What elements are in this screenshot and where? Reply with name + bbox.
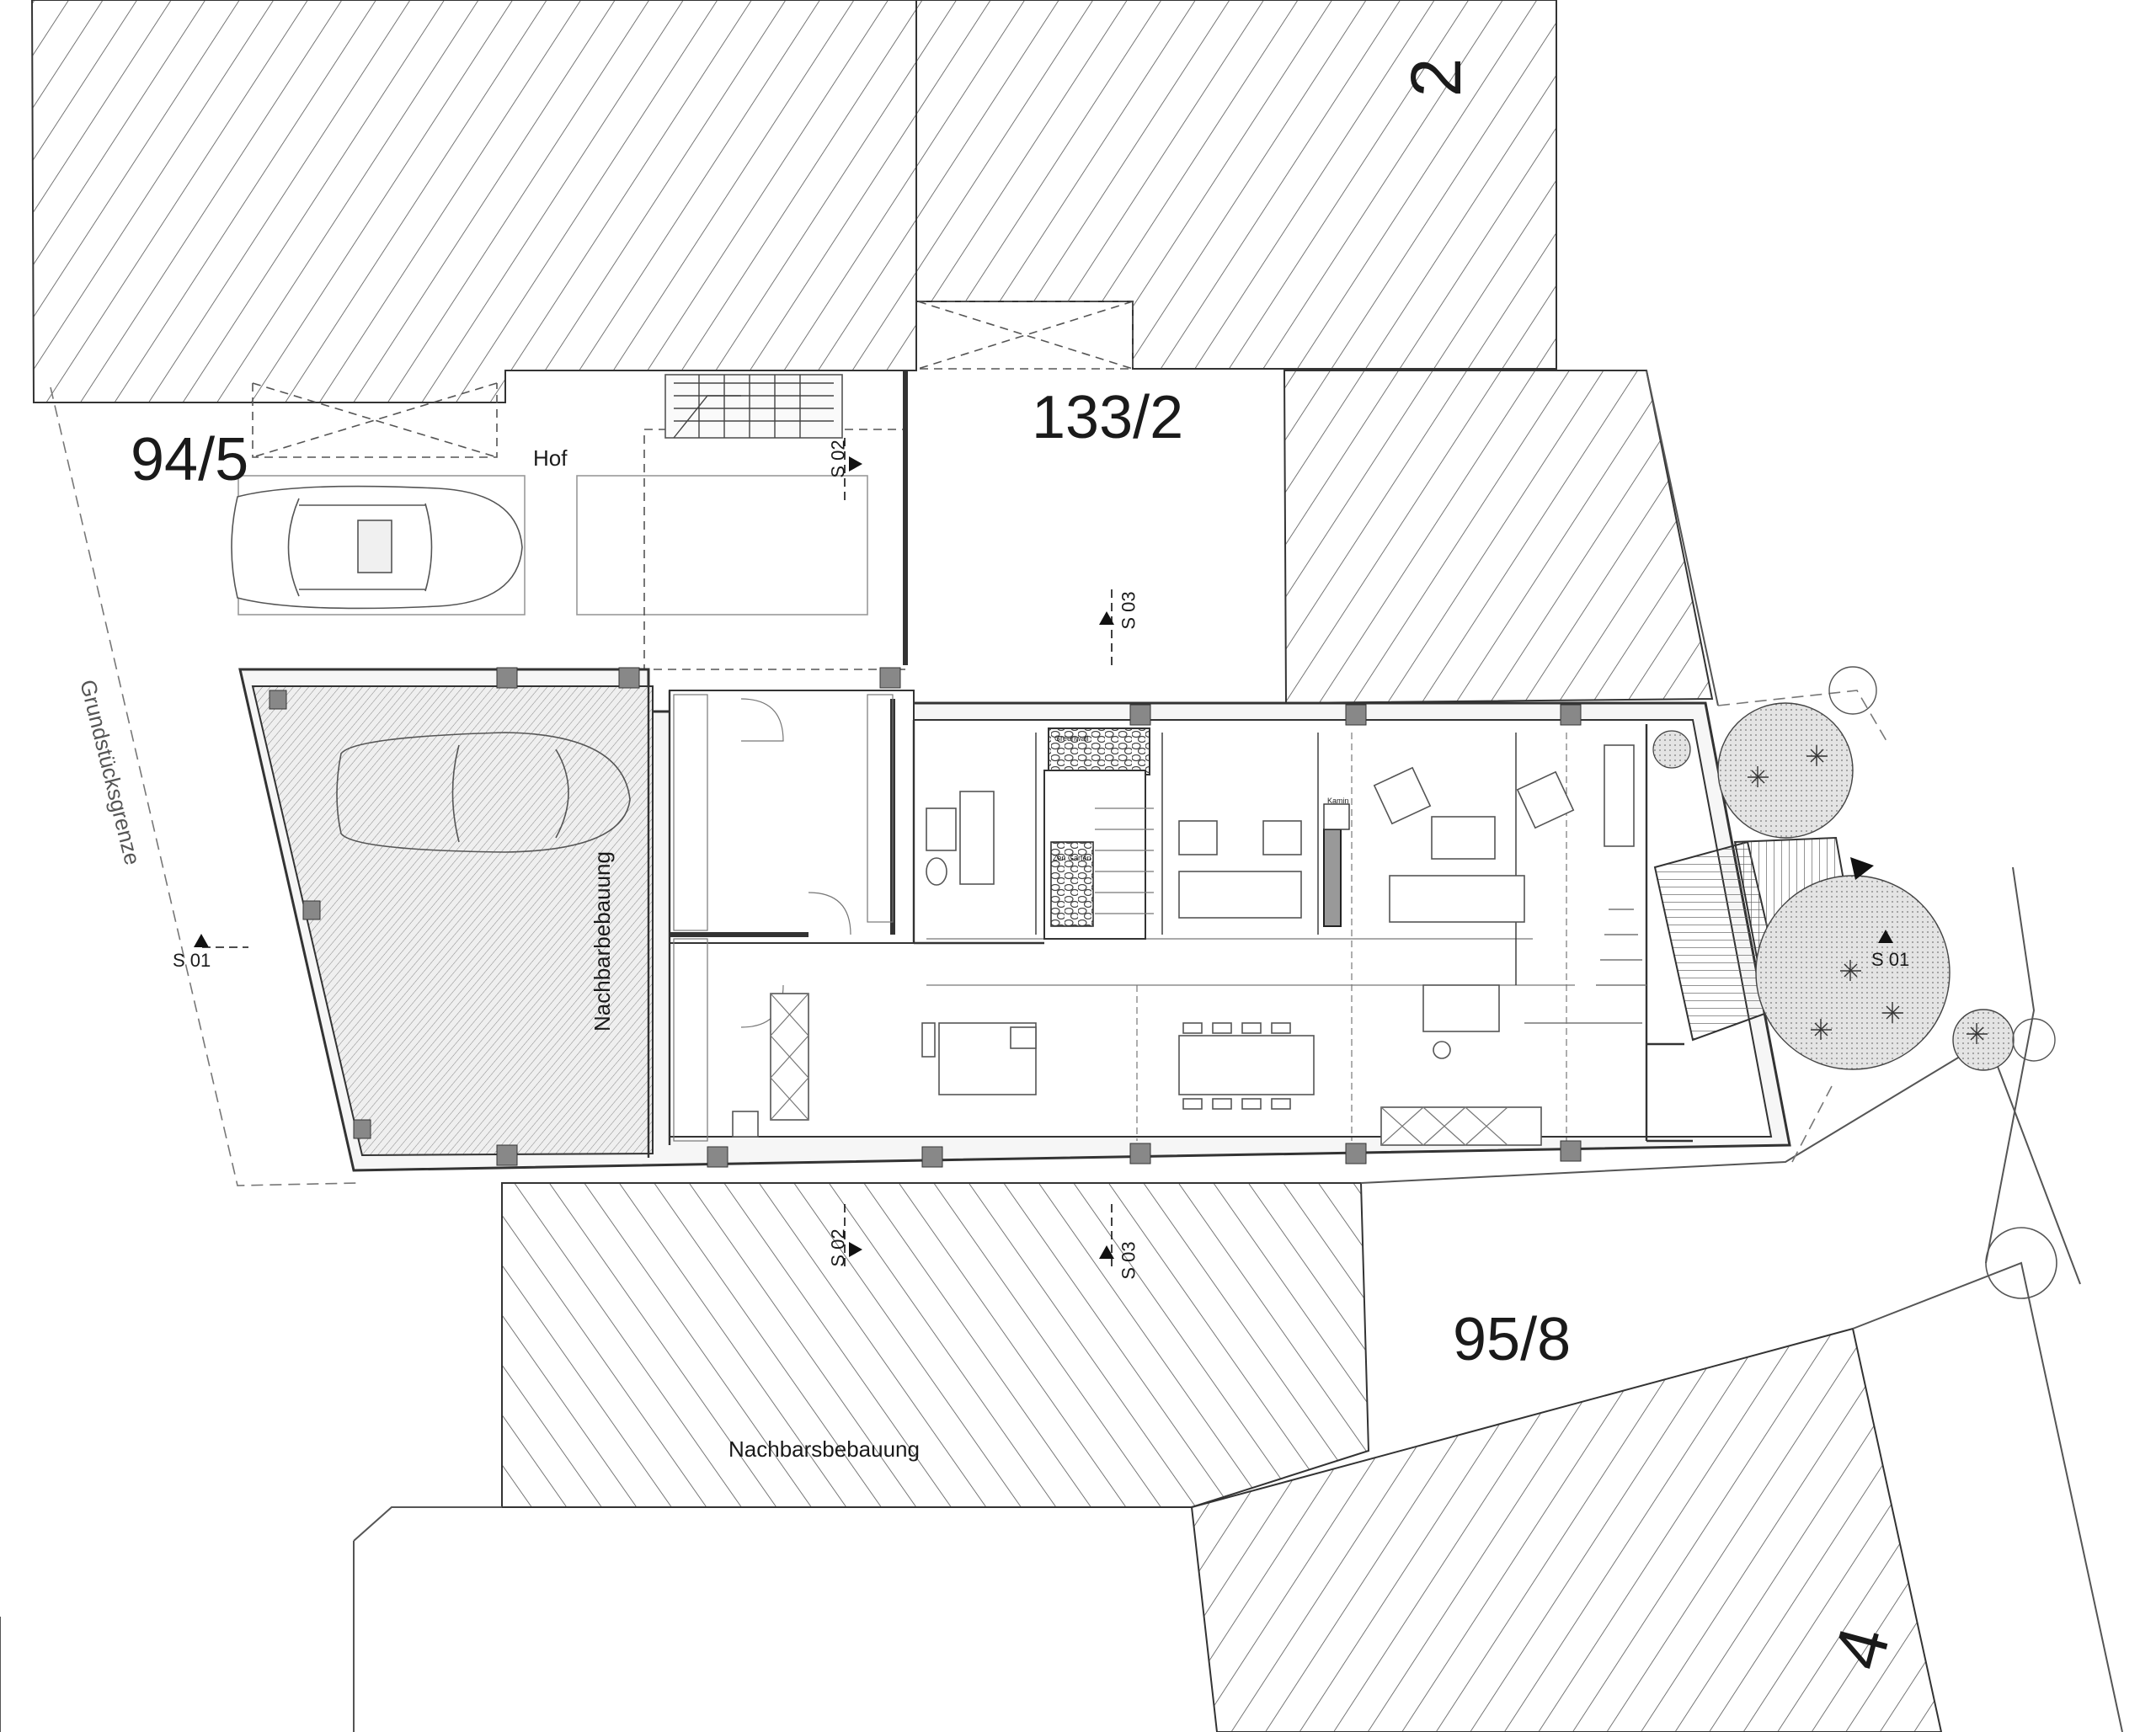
stair-and-gardens [1043,727,1350,940]
section-s03-top-label: S 03 [1118,591,1139,629]
parcel-133-2-label: 133/2 [1032,384,1183,451]
trees [1652,666,2057,1299]
car-garage [336,732,631,853]
property-boundary [50,386,1887,1186]
neighbour-block-south [501,1182,1370,1508]
hof-label: Hof [533,445,568,471]
furniture [732,744,1635,1146]
neighbour-block-northeast [1283,370,1714,705]
neighbour-buildings [30,0,1943,1732]
property-boundary-label: Grundstücksgrenze [75,677,146,867]
section-s02-top-label: S 02 [828,440,849,477]
car-courtyard [231,485,523,610]
neighbour-block-northwest [30,0,917,403]
structural-pillars [269,667,1582,1168]
parcel-94-5-label: 94/5 [131,426,248,493]
neighbour-building-label: Nachbarsbebauung [728,1436,920,1462]
neighbour-block-southeast [1190,1327,1943,1732]
section-s01-right-label: S 01 [1871,949,1909,970]
greenwall-label: Greenwall [1054,734,1089,743]
zen-garden-label: Zen Garten [1053,854,1091,862]
site-outlines [0,370,2123,1732]
section-markers [194,438,1893,1271]
section-s03-bottom-label: S 03 [1118,1241,1139,1279]
kamin-label: Kamin [1327,797,1349,805]
garage-floor [251,685,654,1157]
zen-garden [1050,841,1094,927]
neighbour-building-label-vertical: Nachbarbebauung [590,851,615,1031]
section-s01-left-label: S 01 [173,950,211,971]
neighbour-block-north [915,0,1557,370]
house-number-2: 2 [1396,58,1476,98]
parcel-95-8-label: 95/8 [1453,1306,1571,1373]
fireplace [1323,829,1342,927]
section-s02-bottom-label: S 02 [828,1228,849,1266]
